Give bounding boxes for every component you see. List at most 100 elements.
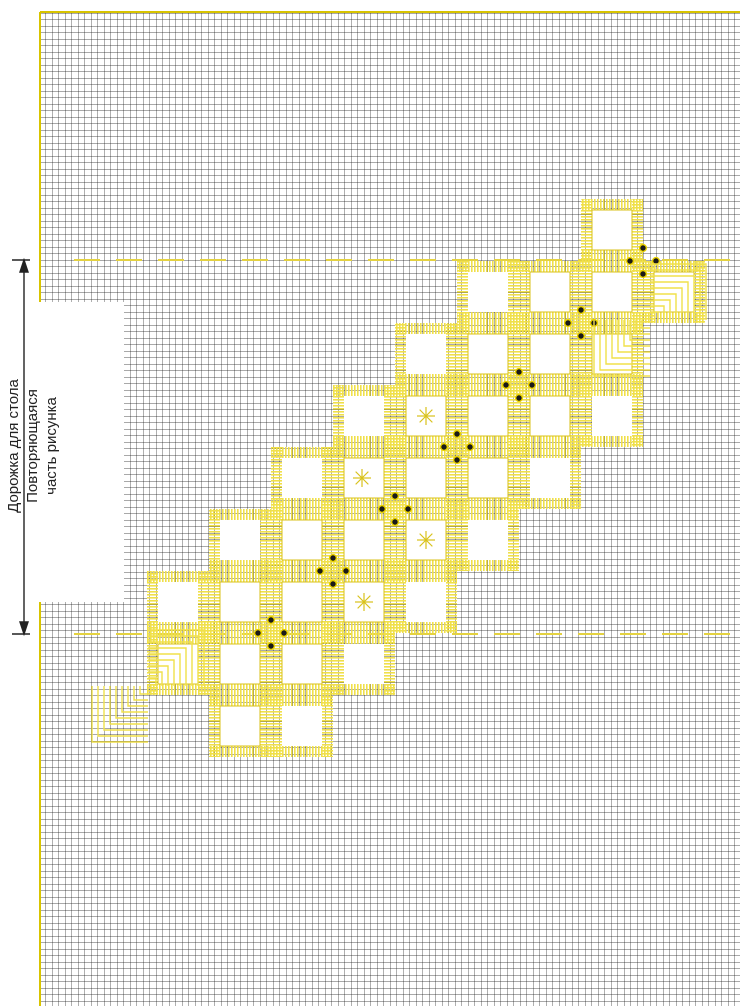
- eyelet-dot-icon: [514, 367, 524, 377]
- satin-band: [581, 374, 643, 385]
- satin-band: [457, 447, 468, 509]
- satin-band: [147, 571, 158, 633]
- star-stitch-icon: [353, 469, 371, 487]
- corner-fans: [91, 263, 707, 743]
- satin-band: [395, 385, 406, 447]
- eyelet-dot-icon: [452, 455, 462, 465]
- satin-band: [260, 695, 271, 757]
- corner-fan: [593, 320, 650, 377]
- cut-hole: [220, 520, 260, 560]
- satin-band: [209, 509, 220, 571]
- satin-band: [395, 447, 406, 509]
- satin-band: [632, 199, 643, 261]
- satin-band: [457, 261, 468, 323]
- cut-hole: [405, 457, 447, 499]
- satin-band: [570, 261, 581, 323]
- satin-band: [519, 447, 530, 509]
- satin-band: [322, 695, 333, 757]
- star-stitch-icon: [417, 407, 435, 425]
- satin-band: [322, 633, 333, 695]
- satin-band: [581, 261, 592, 323]
- eyelet-dot-icon: [328, 579, 338, 589]
- satin-band: [209, 571, 220, 633]
- satin-band: [209, 633, 220, 695]
- arrow-up-icon: [19, 257, 29, 273]
- cut-hole: [282, 458, 322, 498]
- satin-band: [446, 509, 457, 571]
- satin-band: [333, 571, 395, 582]
- eyelet-dot-icon: [403, 504, 413, 514]
- caption-title: Дорожка для стола: [5, 379, 22, 513]
- corner-fan: [650, 263, 707, 320]
- satin-band: [581, 199, 592, 261]
- eyelet-dot-icon: [341, 566, 351, 576]
- cut-hole: [406, 334, 446, 374]
- satin-band: [395, 571, 457, 582]
- satin-band: [395, 447, 457, 458]
- satin-band: [395, 560, 457, 571]
- satin-band: [271, 447, 333, 458]
- satin-band: [333, 571, 344, 633]
- satin-band: [271, 509, 282, 571]
- satin-band: [147, 622, 209, 633]
- satin-band: [519, 323, 530, 385]
- satin-band: [209, 509, 271, 520]
- satin-band: [209, 684, 271, 695]
- satin-band: [457, 436, 519, 447]
- satin-band: [519, 447, 581, 458]
- satin-band: [508, 261, 519, 323]
- satin-band: [333, 436, 395, 447]
- satin-band: [581, 323, 592, 385]
- eyelet-dot-icon: [315, 566, 325, 576]
- eyelet-dot-icon: [328, 553, 338, 563]
- satin-band: [333, 385, 344, 447]
- satin-band: [209, 695, 271, 706]
- eyelet-dot-icon: [439, 442, 449, 452]
- satin-band: [457, 509, 519, 520]
- cut-hole: [282, 706, 322, 746]
- satin-band: [333, 498, 395, 509]
- eyelet-dot-icon: [638, 269, 648, 279]
- eyelet-dot-icon: [576, 305, 586, 315]
- satin-band: [446, 385, 457, 447]
- eyelet-dot-icon: [377, 504, 387, 514]
- satin-band: [581, 199, 643, 210]
- satin-band: [519, 385, 581, 396]
- cut-hole: [468, 272, 508, 312]
- satin-band: [395, 498, 457, 509]
- cut-hole: [344, 644, 384, 684]
- satin-band: [384, 571, 395, 633]
- satin-band: [457, 385, 519, 396]
- satin-band: [508, 509, 519, 571]
- cut-hole: [344, 396, 384, 436]
- satin-band: [271, 560, 333, 571]
- eyelet-dot-icon: [390, 517, 400, 527]
- eyelet-dot-icon: [638, 243, 648, 253]
- satin-band: [271, 633, 333, 644]
- fabric-border: [39, 11, 740, 1006]
- satin-band: [271, 447, 282, 509]
- satin-band: [457, 560, 519, 571]
- satin-band: [581, 250, 643, 261]
- satin-band: [333, 684, 395, 695]
- eyelet-dot-icon: [452, 429, 462, 439]
- cut-hole: [281, 643, 323, 685]
- caption-subtitle-1: Повторяющаяся: [24, 389, 41, 503]
- eyelet-dot-icon: [253, 628, 263, 638]
- cut-hole: [592, 396, 632, 436]
- cut-hole: [467, 457, 509, 499]
- satin-band: [395, 385, 457, 396]
- cut-hole: [219, 705, 261, 747]
- satin-band: [333, 509, 344, 571]
- satin-band: [147, 633, 209, 644]
- satin-band: [395, 571, 406, 633]
- satin-band: [519, 312, 581, 323]
- satin-band: [446, 323, 457, 385]
- cut-hole: [219, 643, 261, 685]
- satin-band: [395, 323, 457, 334]
- cut-hole: [343, 519, 385, 561]
- satin-band: [581, 385, 643, 396]
- satin-band: [333, 633, 395, 644]
- arrow-down-icon: [19, 621, 29, 637]
